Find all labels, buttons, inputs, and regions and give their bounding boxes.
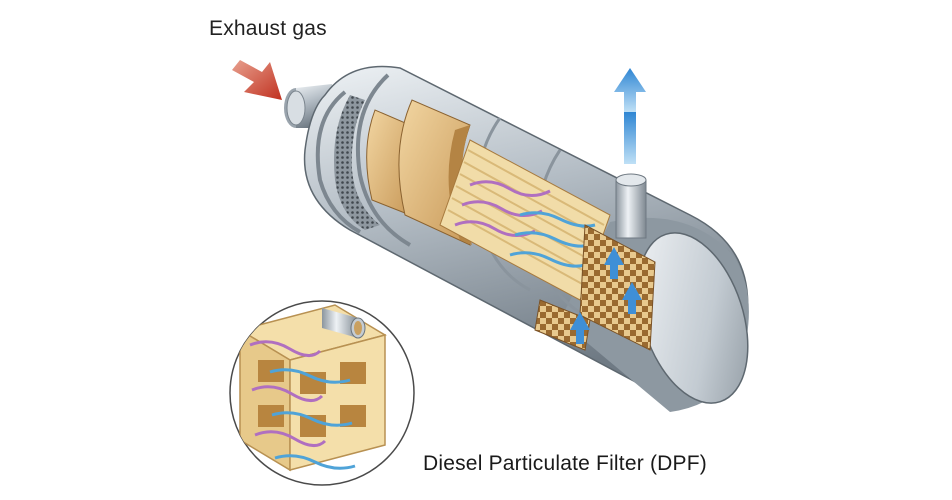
exhaust-gas-label: Exhaust gas bbox=[209, 17, 327, 40]
outlet-pipe bbox=[615, 173, 647, 239]
inlet-arrow-icon bbox=[232, 60, 282, 100]
honeycomb-detail-icon bbox=[229, 300, 415, 486]
ceramic-core bbox=[366, 99, 656, 351]
diagram-title: Diesel Particulate Filter (DPF) bbox=[423, 452, 707, 475]
inlet-mesh bbox=[334, 95, 380, 230]
outlet-arrow-icon bbox=[614, 68, 646, 164]
